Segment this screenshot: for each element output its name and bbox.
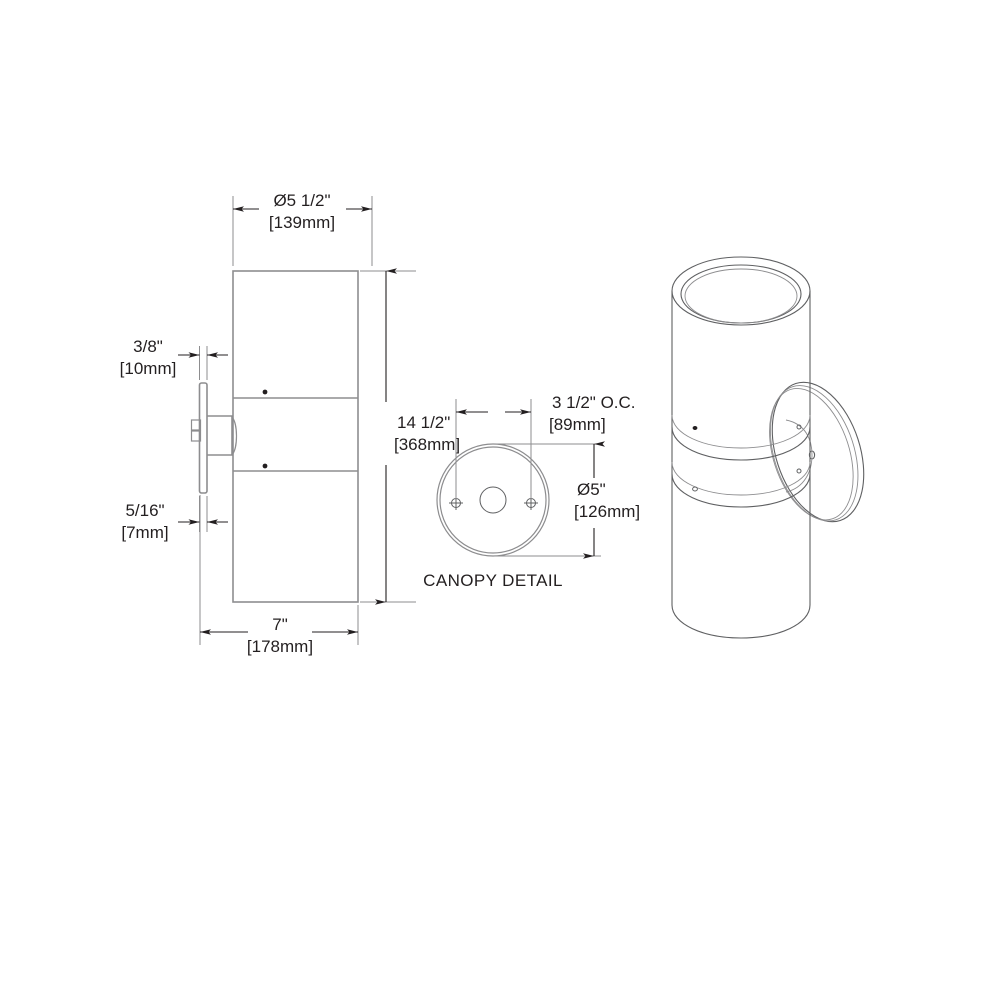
dim-overall-depth-imperial: 7"	[272, 615, 288, 634]
dim-backplate-thickness-imperial: 3/8"	[133, 337, 163, 356]
canopy-detail-caption: CANOPY DETAIL	[423, 571, 563, 590]
dim-canopy-plate-thickness-metric: [7mm]	[121, 523, 168, 542]
fixture-body-outline	[232, 270, 359, 603]
wall-canopy-side-profile	[198, 382, 208, 494]
dim-overall-depth-metric: [178mm]	[247, 637, 313, 656]
set-screw-upper	[262, 389, 268, 395]
front-elevation-view: Ø5 1/2" [139mm] 3/8" [10mm] 5/16" [7mm]	[120, 191, 460, 656]
dim-canopy-diameter-metric: [126mm]	[574, 502, 640, 521]
dim-overall-diameter-imperial: Ø5 1/2"	[273, 191, 330, 210]
dimension-canopy-plate-thickness: 5/16" [7mm]	[121, 496, 228, 542]
dim-backplate-thickness-metric: [10mm]	[120, 359, 177, 378]
set-screw-lower	[262, 463, 268, 469]
dimension-mounting-hole-spacing: 3 1/2" O.C. [89mm]	[455, 393, 636, 499]
iso-cylinder-body	[671, 256, 811, 639]
dimension-overall-depth: 7" [178mm]	[199, 495, 359, 656]
dimension-overall-height: 14 1/2" [368mm]	[360, 268, 460, 605]
iso-set-screw-lower	[692, 486, 698, 492]
hub-bolt-lower	[190, 430, 202, 442]
dim-overall-diameter-metric: [139mm]	[269, 213, 335, 232]
iso-set-screw-upper	[692, 426, 698, 430]
iso-set-screw-lower-right	[796, 468, 802, 474]
hub-bolt-upper	[190, 419, 202, 431]
dim-overall-height-metric: [368mm]	[394, 435, 460, 454]
iso-mounting-arm	[785, 419, 813, 493]
dim-canopy-plate-thickness-imperial: 5/16"	[125, 501, 164, 520]
isometric-product-view	[671, 256, 865, 639]
dimension-overall-diameter: Ø5 1/2" [139mm]	[232, 191, 373, 266]
dim-overall-height-imperial: 14 1/2"	[397, 413, 450, 432]
dimension-backplate-thickness: 3/8" [10mm]	[120, 337, 228, 380]
center-knockout-hole	[479, 486, 507, 514]
canopy-detail-view: 3 1/2" O.C. [89mm] Ø5" [126mm] CANOPY DE…	[423, 393, 640, 590]
dim-canopy-diameter-imperial: Ø5"	[577, 480, 606, 499]
mounting-hub	[190, 415, 238, 456]
dimension-canopy-diameter: Ø5" [126mm]	[493, 441, 640, 559]
canopy-plate	[436, 443, 550, 557]
dim-hole-spacing-metric: [89mm]	[549, 415, 606, 434]
iso-set-screw-upper-right	[796, 424, 802, 430]
iso-wall-canopy	[769, 381, 865, 523]
dim-hole-spacing-imperial: 3 1/2" O.C.	[552, 393, 636, 412]
